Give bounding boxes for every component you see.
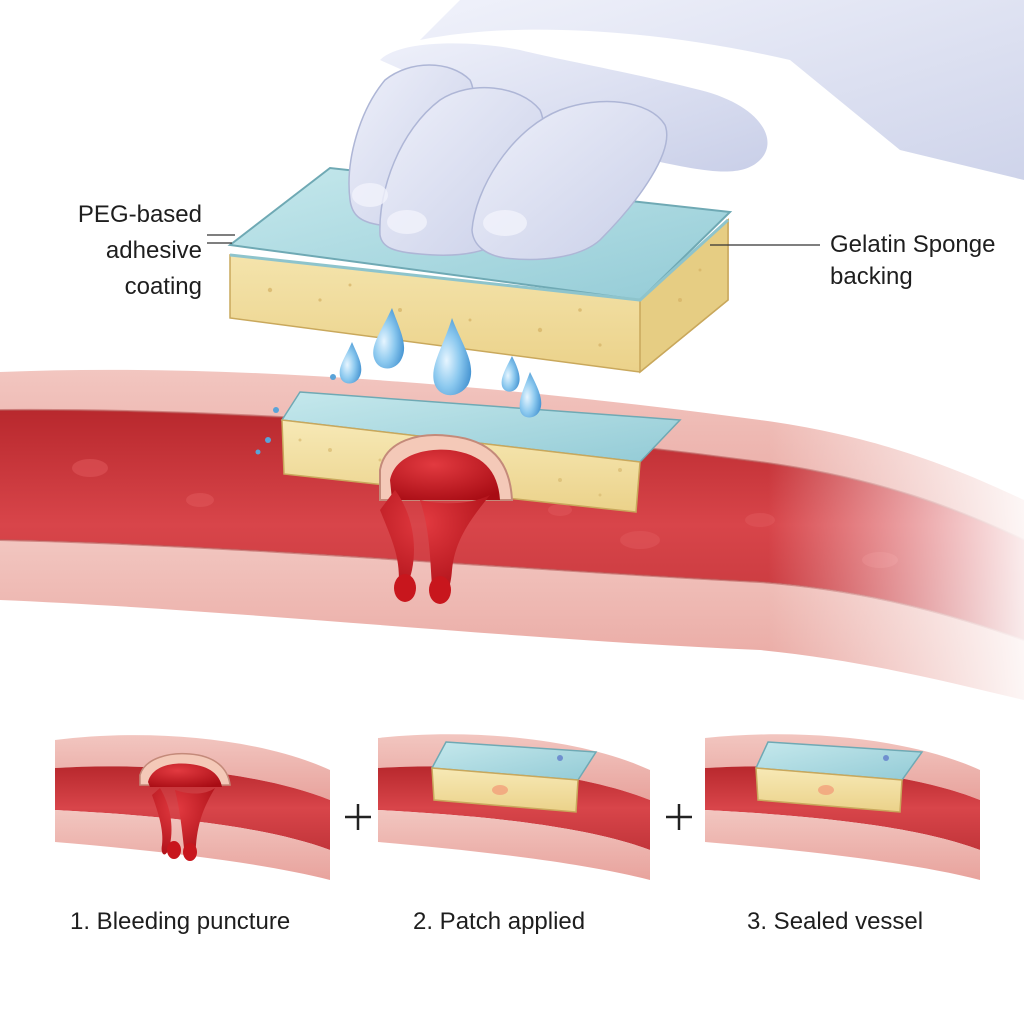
label-peg-adhesive-coating: PEG-based adhesive coating — [30, 197, 202, 305]
water-droplet-icon — [255, 308, 542, 455]
plus-icon — [666, 804, 692, 830]
label-gelatin-sponge-backing: Gelatin Sponge backing — [830, 229, 1020, 293]
label-line: Gelatin Sponge — [830, 231, 996, 258]
step-panel-3 — [705, 734, 980, 880]
label-line: PEG-based — [77, 201, 202, 228]
label-line: coating — [124, 273, 202, 300]
step-caption-1: 1. Bleeding puncture — [70, 908, 291, 935]
step-caption-3: 3. Sealed vessel — [747, 908, 924, 935]
label-leader-lines — [207, 234, 820, 246]
glove-hand-icon — [348, 0, 1024, 261]
blood-drip — [380, 490, 490, 599]
step-panel-1 — [55, 735, 330, 880]
bleeding-puncture — [379, 434, 514, 604]
plus-icon — [345, 804, 371, 830]
label-line: backing — [830, 263, 913, 290]
step-panel-2 — [378, 734, 650, 880]
label-line: adhesive — [105, 237, 202, 264]
step-caption-2: 2. Patch applied — [413, 908, 586, 935]
